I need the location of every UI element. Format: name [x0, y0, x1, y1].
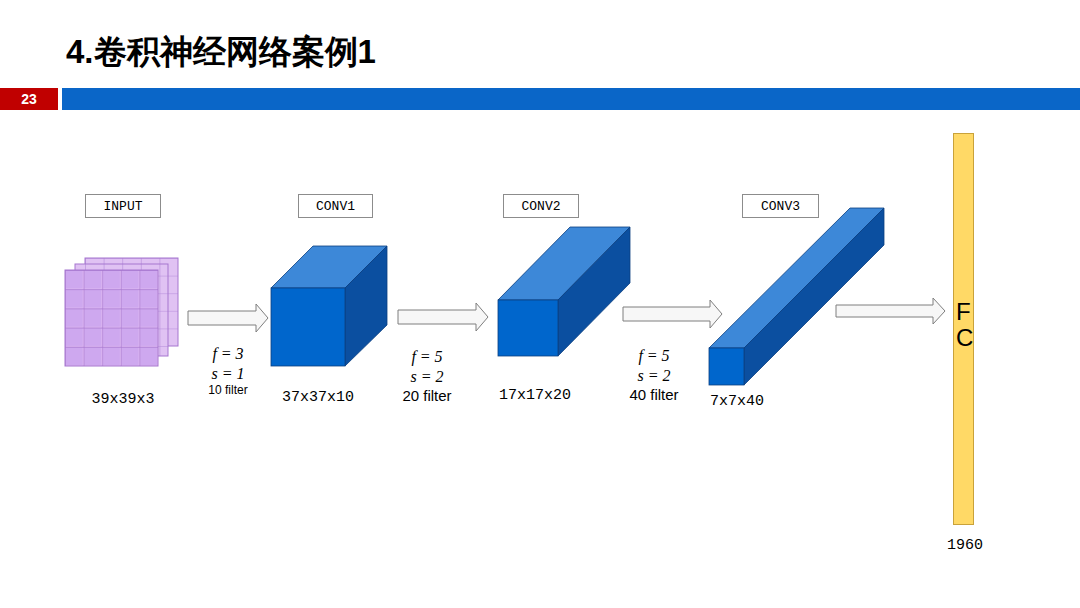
- hyperparameter: s = 2: [637, 367, 670, 385]
- dimension: 17x17x20: [499, 387, 571, 404]
- layer-name: CONV2: [521, 199, 560, 214]
- layer-name: CONV1: [316, 199, 355, 214]
- fc-layer: FC: [953, 133, 974, 525]
- hyperparameter: f = 5: [638, 347, 669, 365]
- filter-count: 40 filter: [629, 386, 678, 403]
- conv3-volume: [709, 208, 884, 385]
- hyperparameter: f = 5: [411, 348, 442, 366]
- slide-title: 4.卷积神经网络案例1: [66, 30, 376, 75]
- layer-name: INPUT: [103, 199, 142, 214]
- dimension: 39x39x3: [91, 391, 154, 408]
- layer-name: CONV3: [761, 199, 800, 214]
- page-number: 23: [21, 91, 37, 107]
- header-bar: [62, 88, 1080, 110]
- hyperparameter: s = 2: [410, 368, 443, 386]
- conv2-volume: [498, 227, 630, 356]
- conv1-volume: [271, 246, 387, 366]
- dimension: 7x7x40: [710, 393, 764, 410]
- hyperparameter: s = 1: [211, 365, 244, 383]
- layer-label: INPUT: [85, 194, 161, 218]
- layer-label: CONV2: [503, 194, 579, 218]
- dimension: 37x37x10: [282, 389, 354, 406]
- hyperparameter: f = 3: [212, 345, 243, 363]
- input-channel: [65, 270, 158, 366]
- filter-count: 20 filter: [402, 387, 451, 404]
- dimension: 1960: [947, 537, 983, 554]
- fc-text: FC: [956, 299, 980, 352]
- layer-label: CONV3: [742, 194, 819, 218]
- filter-count: 10 filter: [208, 383, 247, 397]
- layer-label: CONV1: [298, 194, 373, 218]
- page-number-band: [0, 88, 58, 110]
